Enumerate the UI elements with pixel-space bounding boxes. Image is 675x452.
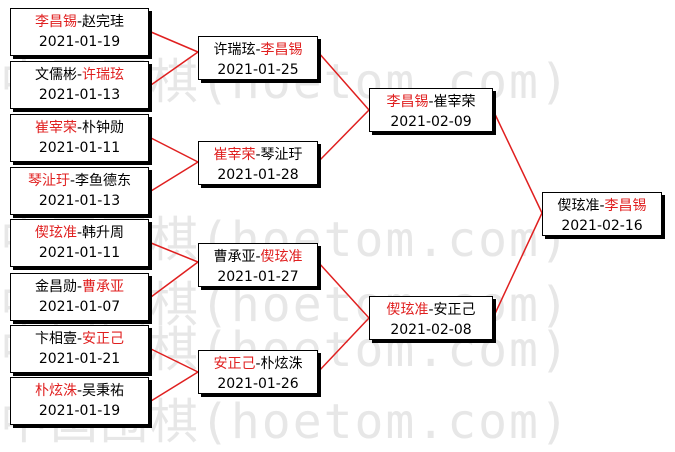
player-name: 李鱼德东 <box>75 173 132 189</box>
player-name: 朴钟勋 <box>82 120 125 136</box>
separator: - <box>255 147 261 163</box>
player-name: 崔宰荣 <box>213 147 256 163</box>
player-name: 许瑞玹 <box>213 42 256 58</box>
match-date: 2021-01-07 <box>38 299 121 315</box>
match-players: 崔宰荣-琴沚玗 <box>199 142 317 165</box>
connector-line <box>150 242 199 298</box>
player-name: 琴沚玗 <box>27 173 70 189</box>
match-players: 安正己-朴炫洙 <box>199 351 317 374</box>
match-date: 2021-01-19 <box>38 34 121 50</box>
connector-line <box>317 51 370 163</box>
match-box: 卞相壹-安正己 2021-01-21 <box>10 325 149 373</box>
match-box: 崔宰荣-琴沚玗 2021-01-28 <box>198 141 318 185</box>
separator: - <box>428 94 434 110</box>
player-name: 李昌锡 <box>260 42 303 58</box>
match-players: 金昌勋-曹承亚 <box>11 274 148 297</box>
player-name: 崔宰荣 <box>433 94 476 110</box>
match-date: 2021-01-26 <box>217 376 299 392</box>
player-name: 朴炫洙 <box>260 356 303 372</box>
player-name: 李昌锡 <box>34 14 77 30</box>
player-name: 文儒彬 <box>34 67 77 83</box>
player-name: 偰玹准 <box>260 249 303 265</box>
match-players: 卞相壹-安正己 <box>11 326 148 349</box>
match-date: 2021-01-21 <box>38 351 121 367</box>
separator: - <box>76 383 83 399</box>
connector-line <box>317 261 370 373</box>
match-date: 2021-01-13 <box>38 87 121 103</box>
separator: - <box>255 249 261 265</box>
match-date: 2021-01-13 <box>38 193 121 209</box>
player-name: 曹承亚 <box>213 249 256 265</box>
separator: - <box>76 331 83 347</box>
match-date: 2021-01-11 <box>38 245 121 261</box>
player-name: 偰玹准 <box>557 198 600 214</box>
separator: - <box>428 302 434 318</box>
player-name: 崔宰荣 <box>34 120 77 136</box>
player-name: 安正己 <box>213 356 256 372</box>
bracket-lines <box>150 31 543 402</box>
player-name: 许瑞玹 <box>82 67 125 83</box>
match-players: 朴炫洙-吴秉祐 <box>11 378 148 401</box>
match-box: 曹承亚-偰玹准 2021-01-27 <box>198 243 318 287</box>
match-date: 2021-02-08 <box>390 322 472 338</box>
match-date: 2021-01-19 <box>38 403 121 419</box>
match-players: 偰玹准-安正己 <box>370 297 492 320</box>
connector-line <box>492 109 543 319</box>
separator: - <box>76 120 83 136</box>
match-box: 安正己-朴炫洙 2021-01-26 <box>198 350 318 394</box>
player-name: 韩升周 <box>82 225 125 241</box>
player-name: 李昌锡 <box>386 94 429 110</box>
match-date: 2021-01-28 <box>217 167 299 183</box>
match-players: 琴沚玗-李鱼德东 <box>11 168 148 191</box>
match-box: 琴沚玗-李鱼德东 2021-01-13 <box>10 167 149 215</box>
match-box-final: 偰玹准-李昌锡 2021-02-16 <box>542 192 662 236</box>
match-date: 2021-02-16 <box>561 218 643 234</box>
player-name: 偰玹准 <box>34 225 77 241</box>
match-players: 偰玹准-韩升周 <box>11 220 148 243</box>
separator: - <box>69 173 76 189</box>
connector-line <box>150 31 199 86</box>
match-box: 许瑞玹-李昌锡 2021-01-25 <box>198 36 318 80</box>
separator: - <box>76 279 83 295</box>
match-box: 朴炫洙-吴秉祐 2021-01-19 <box>10 377 149 425</box>
match-date: 2021-01-25 <box>217 62 299 78</box>
separator: - <box>76 14 83 30</box>
match-date: 2021-01-11 <box>38 140 121 156</box>
connector-line <box>150 137 199 192</box>
player-name: 李昌锡 <box>604 198 647 214</box>
match-players: 许瑞玹-李昌锡 <box>199 37 317 60</box>
match-box: 金昌勋-曹承亚 2021-01-07 <box>10 273 149 321</box>
match-players: 偰玹准-李昌锡 <box>543 193 661 216</box>
separator: - <box>255 42 261 58</box>
player-name: 曹承亚 <box>82 279 125 295</box>
player-name: 安正己 <box>82 331 125 347</box>
match-players: 文儒彬-许瑞玹 <box>11 62 148 85</box>
match-box: 偰玹准-安正己 2021-02-08 <box>369 296 493 340</box>
separator: - <box>255 356 261 372</box>
player-name: 卞相壹 <box>34 331 77 347</box>
connector-line <box>150 348 199 402</box>
player-name: 朴炫洙 <box>34 383 77 399</box>
match-box: 文儒彬-许瑞玹 2021-01-13 <box>10 61 149 109</box>
player-name: 吴秉祐 <box>82 383 125 399</box>
match-date: 2021-01-27 <box>217 269 299 285</box>
player-name: 安正己 <box>433 302 476 318</box>
match-date: 2021-02-09 <box>390 114 472 130</box>
match-box: 偰玹准-韩升周 2021-01-11 <box>10 219 149 267</box>
separator: - <box>76 225 83 241</box>
match-box: 李昌锡-赵完珪 2021-01-19 <box>10 8 149 56</box>
separator: - <box>76 67 83 83</box>
separator: - <box>599 198 605 214</box>
match-players: 崔宰荣-朴钟勋 <box>11 115 148 138</box>
match-players: 李昌锡-崔宰荣 <box>370 89 492 112</box>
match-box: 李昌锡-崔宰荣 2021-02-09 <box>369 88 493 132</box>
player-name: 琴沚玗 <box>260 147 303 163</box>
player-name: 偰玹准 <box>386 302 429 318</box>
match-box: 崔宰荣-朴钟勋 2021-01-11 <box>10 114 149 162</box>
player-name: 赵完珪 <box>82 14 125 30</box>
match-players: 曹承亚-偰玹准 <box>199 244 317 267</box>
match-players: 李昌锡-赵完珪 <box>11 9 148 32</box>
player-name: 金昌勋 <box>34 279 77 295</box>
